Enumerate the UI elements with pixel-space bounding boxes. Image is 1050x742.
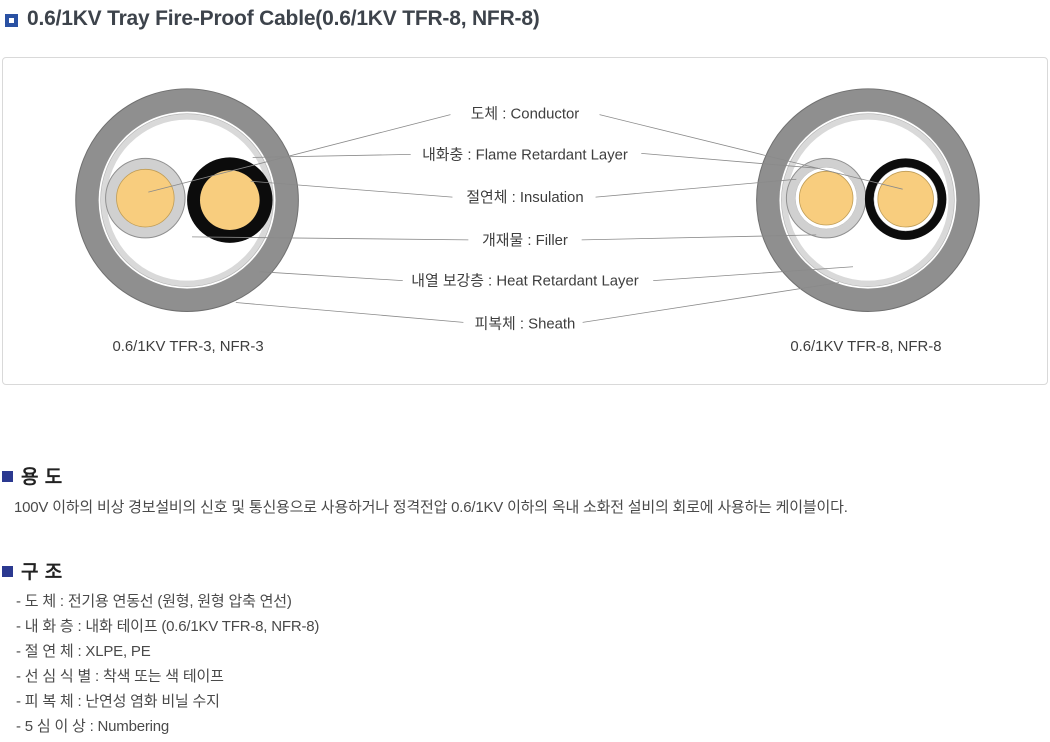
structure-item-sheath: - 피 복 체 : 난연성 염화 비닐 수지: [16, 693, 220, 710]
label-heat-retardant: 내열 보강층 : Heat Retardant Layer: [411, 273, 638, 290]
label-flame-retardant: 내화충 : Flame Retardant Layer: [422, 146, 628, 163]
structure-item-conductor: - 도 체 : 전기용 연동선 (원형, 원형 압축 연선): [16, 593, 292, 610]
title-square-icon: [5, 13, 18, 27]
usage-bullet-icon: [2, 470, 13, 482]
cable-right-tfr8: [756, 88, 980, 312]
left-core-b-conductor: [199, 170, 260, 230]
structure-section-title: 구 조: [21, 562, 63, 583]
label-filler: 개재물 : Filler: [482, 232, 568, 249]
usage-section-header: 용 도: [2, 462, 63, 489]
right-core-b-conductor: [877, 170, 934, 228]
structure-bullet-icon: [2, 565, 13, 577]
usage-description: 100V 이하의 비상 경보설비의 신호 및 통신용으로 사용하거나 정격전압 …: [14, 499, 848, 516]
label-sheath: 피복체 : Sheath: [475, 315, 576, 332]
structure-item-insulation: - 절 연 체 : XLPE, PE: [16, 643, 151, 660]
right-core-a-conductor: [798, 170, 854, 226]
structure-item-flame-layer: - 내 화 층 : 내화 테이프 (0.6/1KV TFR-8, NFR-8): [16, 618, 320, 635]
structure-section-header: 구 조: [2, 557, 63, 584]
caption-right-cable: 0.6/1KV TFR-8, NFR-8: [790, 339, 941, 355]
left-core-a-conductor: [116, 168, 175, 228]
structure-item-numbering: - 5 심 이 상 : Numbering: [16, 718, 170, 735]
leader-lines: [148, 114, 903, 323]
structure-item-identification: - 선 심 식 별 : 착색 또는 색 테이프: [16, 668, 224, 685]
cable-diagram-panel: 도체 : Conductor 내화충 : Flame Retardant Lay…: [2, 57, 1048, 385]
label-insulation: 절연체 : Insulation: [466, 189, 583, 206]
layer-labels: 도체 : Conductor 내화충 : Flame Retardant Lay…: [411, 106, 638, 333]
usage-section-title: 용 도: [21, 467, 63, 488]
structure-list: - 도 체 : 전기용 연동선 (원형, 원형 압축 연선) - 내 화 층 :…: [16, 589, 319, 739]
page-title: 0.6/1KV Tray Fire-Proof Cable(0.6/1KV TF…: [27, 7, 540, 30]
cable-left-tfr3: [75, 88, 299, 312]
cable-cross-section-diagram: 도체 : Conductor 내화충 : Flame Retardant Lay…: [75, 88, 980, 355]
caption-left-cable: 0.6/1KV TFR-3, NFR-3: [112, 339, 263, 355]
page-header: 0.6/1KV Tray Fire-Proof Cable(0.6/1KV TF…: [5, 7, 540, 31]
label-conductor: 도체 : Conductor: [471, 106, 580, 123]
